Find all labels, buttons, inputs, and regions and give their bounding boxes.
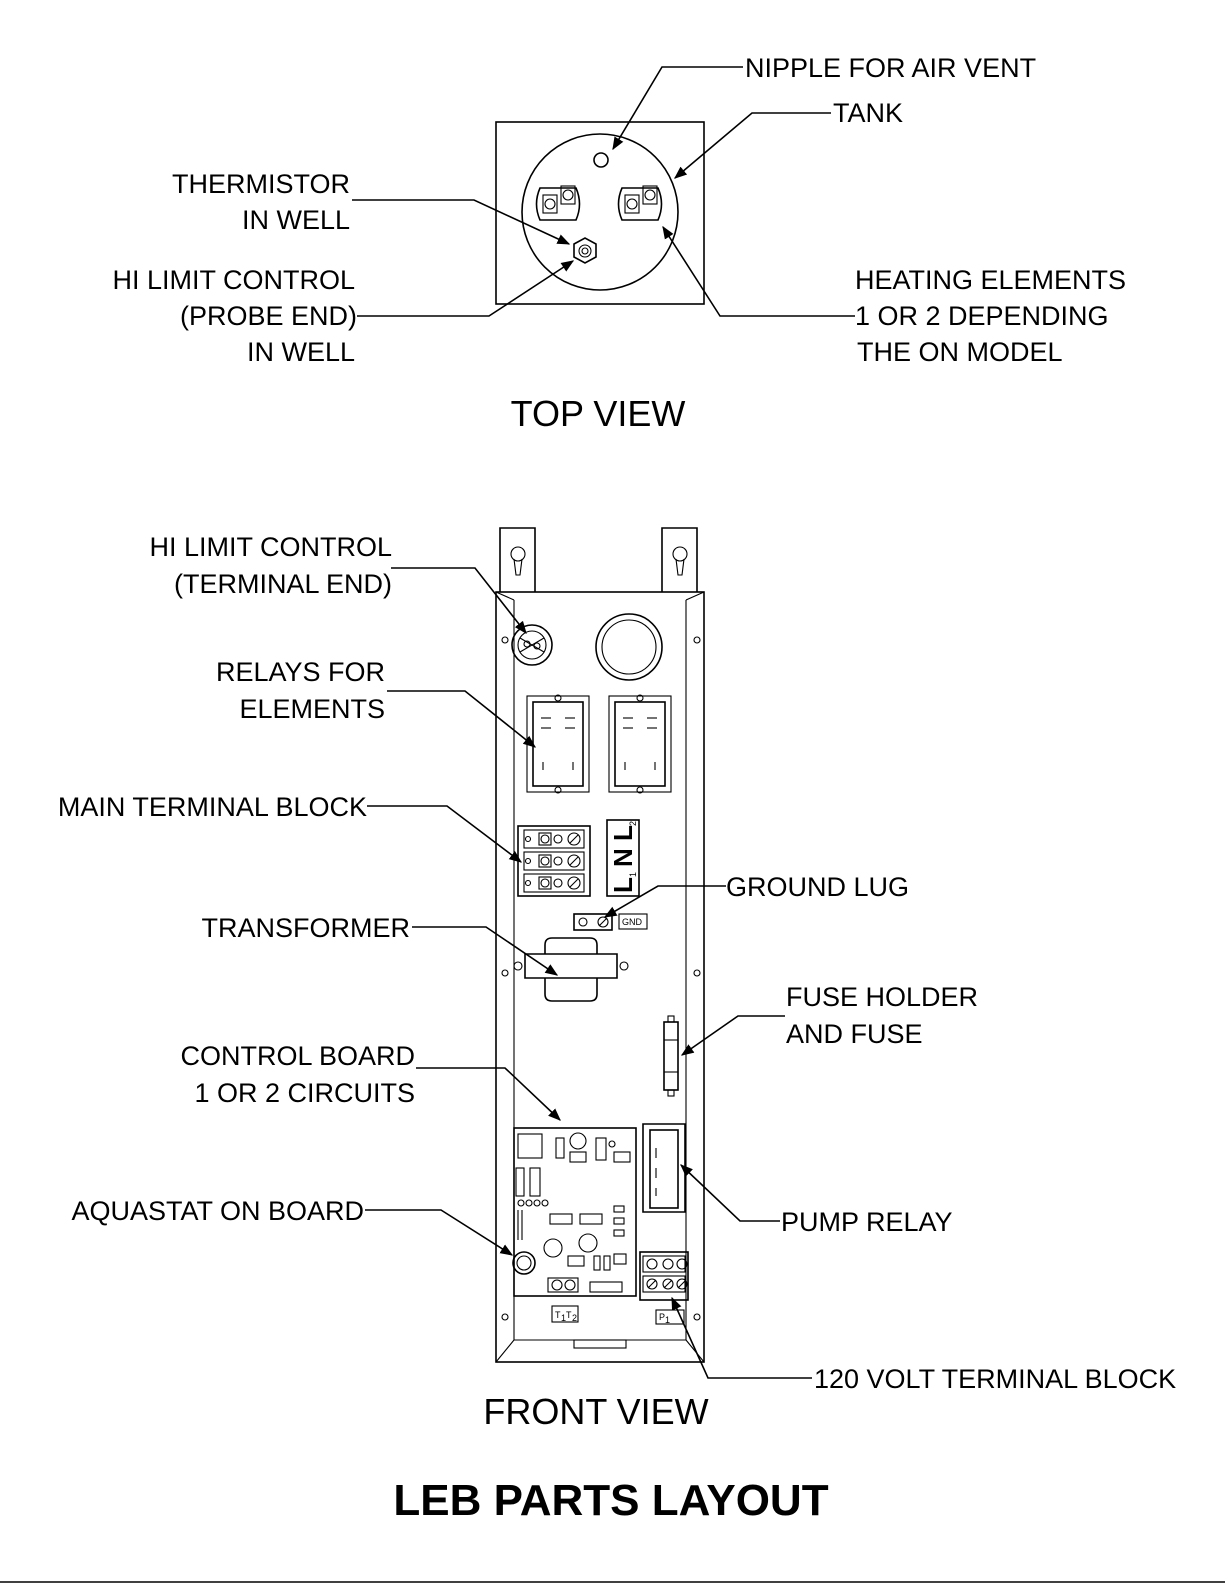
relays-label-line2: ELEMENTS [239,694,385,724]
main-terminal-label: MAIN TERMINAL BLOCK [58,792,367,822]
t1-mark: T [555,1310,561,1320]
element-relay-2 [608,694,672,794]
enclosure-panel [495,591,705,1363]
relays-label: RELAYS FOR [216,657,385,687]
ground-lug: GND [573,913,648,931]
aquastat-leader [365,1209,514,1256]
tank-leader [674,112,831,179]
p1-mark: P [659,1312,665,1322]
mounting-tab-left [499,527,536,592]
thermistor-label: THERMISTOR [172,169,350,199]
transformer-label: TRANSFORMER [202,913,411,943]
top-view-caption: TOP VIEW [511,393,686,434]
heating-elements-label: HEATING ELEMENTS [855,265,1126,295]
knockout [595,613,663,681]
volt-terminal-block: P 1 [639,1251,689,1325]
gnd-mark: GND [622,917,643,927]
l2-mark: L [608,825,638,841]
hilimit-terminal-label-line2: (TERMINAL END) [174,569,392,599]
t1-t2-terminal: T 1 T 2 [551,1305,579,1323]
hilimit-terminal [511,624,553,666]
line-marking-plate: L 1 N L 2 [606,819,640,897]
thermistor-well [573,237,597,264]
pump-relay [642,1123,686,1213]
fuse-label: FUSE HOLDER [786,982,978,1012]
aquastat-dial [512,1251,536,1275]
l1-sub-mark: 1 [628,872,638,877]
volt-block-label: 120 VOLT TERMINAL BLOCK [814,1364,1176,1394]
l1-mark: L [608,877,638,893]
main-terminal-block [517,825,591,897]
hilimit-probe-leader [357,260,575,317]
t2-mark: T [566,1310,572,1320]
volt-block-leader [671,1296,812,1379]
heating-leader [662,225,855,317]
heating-elements-label-line3: THE ON MODEL [857,337,1063,367]
l2-sub-mark: 2 [628,821,638,826]
n-mark: N [608,848,638,867]
control-board-label: CONTROL BOARD [180,1041,415,1071]
relays-leader [387,690,536,748]
control-board-label-line2: 1 OR 2 CIRCUITS [194,1078,415,1108]
mounting-tab-right [661,527,698,592]
ground-lug-label: GROUND LUG [726,872,909,902]
thermistor-label-line2: IN WELL [242,205,350,235]
thermistor-leader [352,199,571,245]
transformer [513,937,629,1002]
front-view: L 1 N L 2 GND [58,527,1176,1432]
heating-elements-label-line2: 1 OR 2 DEPENDING [855,301,1109,331]
hilimit-probe-label-line2: (PROBE END) [180,301,357,331]
fuse-leader [680,1015,785,1056]
tank-outline [521,133,679,291]
main-terminal-leader [367,805,523,863]
heating-element-left [535,185,581,221]
transformer-leader [412,926,559,976]
ground-lug-leader [603,885,726,918]
fuse-label-line2: AND FUSE [786,1019,923,1049]
top-view: NIPPLE FOR AIR VENT TANK THERMISTOR IN W… [112,53,1126,434]
air-vent-nipple [593,152,609,168]
nipple-label: NIPPLE FOR AIR VENT [745,53,1036,83]
hilimit-terminal-leader [391,567,527,635]
fuse-holder [663,1015,679,1097]
nipple-leader [612,66,743,151]
tank-label: TANK [833,98,903,128]
p1-sub-mark: 1 [665,1315,670,1325]
hilimit-probe-label: HI LIMIT CONTROL [112,265,355,295]
control-board [513,1127,637,1297]
pump-relay-leader [680,1164,780,1222]
t2-sub-mark: 2 [572,1313,577,1323]
control-board-leader [416,1067,561,1121]
hilimit-terminal-label: HI LIMIT CONTROL [149,532,392,562]
hilimit-probe-label-line3: IN WELL [247,337,355,367]
element-relay-1 [526,694,590,794]
diagram-title: LEB PARTS LAYOUT [393,1476,828,1525]
aquastat-label: AQUASTAT ON BOARD [71,1196,364,1226]
pump-relay-label: PUMP RELAY [781,1207,953,1237]
heating-element-right [617,185,663,221]
front-view-caption: FRONT VIEW [483,1391,708,1432]
top-view-housing [495,121,705,305]
t1-sub-mark: 1 [561,1313,566,1323]
